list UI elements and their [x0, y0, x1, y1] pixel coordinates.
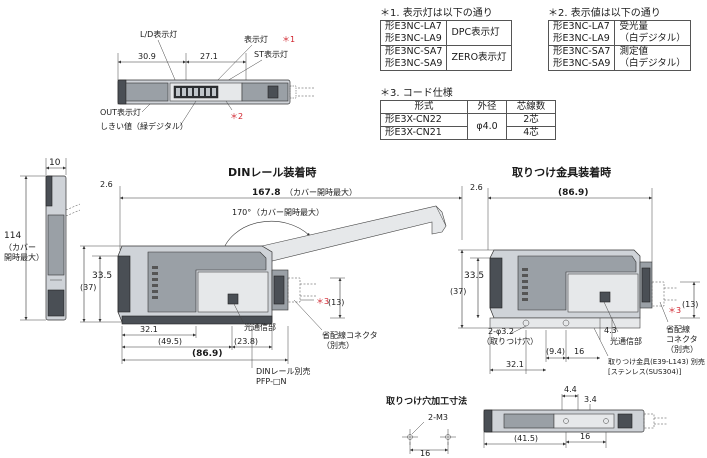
bracket-height-paren: (37) — [450, 287, 466, 296]
dim-27-1: 27.1 — [200, 52, 218, 61]
din-top-offset: 2.6 — [100, 180, 113, 189]
din-cable-dim: (13) — [328, 298, 344, 307]
din-dim-23-8: (23.8) — [234, 337, 258, 346]
bracket-view: 取りつけ金具装着時 2.6 (86.9) ＊3 (13) — [450, 165, 705, 376]
table-row: 形E3X-CN22 φ4.0 2芯 — [380, 113, 556, 140]
bottom-pitch: 16 — [580, 432, 590, 441]
ref2-mark: ＊2 — [230, 112, 243, 121]
bracket-title: 取りつけ金具装着時 — [512, 165, 611, 179]
side-view: 10 114 （カバー 開時最大） — [4, 158, 81, 321]
bracket-dim-9-4: (9.4) — [546, 347, 565, 356]
threshold-label: しきい値（緑デジタル） — [100, 121, 188, 131]
indicator-label: 表示灯 — [244, 34, 268, 44]
din-dim-49-5: (49.5) — [158, 337, 182, 346]
side-height-dim: 114 — [4, 231, 21, 241]
bracket-cable-dim: (13) — [682, 300, 698, 309]
bottom-view: 4.4 3.4 16 (41.5) — [483, 385, 668, 448]
side-height-note2: 開時最大） — [4, 252, 44, 262]
cord-table: 形式 外径 芯線数 形E3X-CN22 φ4.0 2芯 形E3X-CN21 4芯 — [380, 100, 556, 140]
diameter-cell: φ4.0 — [467, 113, 507, 140]
bottom-dim-4-4: 4.4 — [564, 385, 577, 394]
bracket-connector-label2: コネクタ — [666, 335, 698, 344]
note2-title: ＊2. 表示値は以下の通り — [548, 8, 661, 19]
bracket-part-label2: [ステンレス(SUS304)] — [608, 368, 682, 376]
din-angle: 170° — [232, 208, 251, 217]
model-cell: 形E3X-CN21 — [380, 126, 468, 140]
bracket-part-label1: 取りつけ金具(E39-L143) 別売 — [608, 357, 705, 366]
hole-pitch: 16 — [420, 449, 430, 458]
ref1-mark: ＊1 — [282, 35, 295, 44]
out-indicator-label: OUT表示灯 — [100, 107, 141, 117]
din-dim-86-9: (86.9) — [192, 349, 222, 359]
bracket-top-offset: 2.6 — [470, 183, 483, 192]
din-dim-32-1: 32.1 — [140, 325, 158, 334]
bracket-ref3: ＊3 — [668, 306, 681, 315]
value-cell: 受光量（白デジタル） — [614, 20, 691, 46]
din-rail-label1: DINレール別売 — [256, 366, 311, 376]
din-rail-label2: PFP-□N — [256, 377, 287, 386]
din-rail-view: DINレール装着時 2.6 167.8 （カバー開時最大） 170° （カバー開… — [80, 165, 463, 386]
top-view: L/D表示灯 表示灯 ＊1 ST表示灯 30.9 27.1 — [100, 29, 314, 131]
value-cell: ZERO表示灯 — [446, 45, 512, 71]
dim-30-9: 30.9 — [138, 52, 156, 61]
bracket-connector-label3: （別売） — [666, 344, 698, 354]
din-angle-note: （カバー開時最大） — [252, 207, 324, 217]
bottom-length: (41.5) — [514, 434, 538, 443]
cores-cell: 4芯 — [506, 126, 556, 140]
bracket-holes-note: （取りつけ穴） — [482, 336, 538, 346]
note3-title: ＊3. コード仕様 — [380, 88, 453, 99]
bracket-height: 33.5 — [464, 271, 484, 281]
din-connector-label1: 省配線コネクタ — [322, 330, 378, 340]
din-height: 33.5 — [92, 271, 112, 281]
bracket-dim-32-1: 32.1 — [506, 360, 524, 369]
hole-title: 取りつけ穴加工寸法 — [386, 395, 467, 407]
note1-title: ＊1. 表示灯は以下の通り — [380, 8, 493, 19]
din-ref3: ＊3 — [316, 297, 329, 306]
bottom-dim-3-4: 3.4 — [584, 395, 597, 404]
bracket-dim-4-3: 4.3 — [604, 326, 617, 335]
bracket-light-comm-label: 光通信部 — [610, 336, 642, 346]
hole-view: 取りつけ穴加工寸法 2-M3 16 — [386, 395, 467, 458]
side-width-dim: 10 — [49, 158, 61, 168]
hole-screw-label: 2-M3 — [428, 413, 448, 422]
din-light-comm-label: 光通信部 — [244, 322, 276, 332]
bracket-length: (86.9) — [558, 188, 588, 198]
din-height-paren: (37) — [80, 283, 96, 292]
value-cell: 測定値（白デジタル） — [614, 45, 691, 71]
st-indicator-label: ST表示灯 — [254, 49, 288, 59]
din-connector-label2: （別売） — [322, 340, 354, 350]
bracket-dim-16: 16 — [574, 347, 584, 356]
din-length-note: （カバー開時最大） — [285, 187, 357, 197]
bracket-holes: 2-φ3.2 — [488, 327, 514, 336]
ld-indicator-label: L/D表示灯 — [140, 29, 177, 39]
table-row: 形E3X-CN21 4芯 — [380, 126, 556, 140]
din-title: DINレール装着時 — [228, 165, 316, 179]
din-length: 167.8 — [252, 188, 280, 198]
side-height-note1: （カバー — [4, 243, 36, 252]
bracket-connector-label1: 省配線 — [666, 324, 690, 334]
